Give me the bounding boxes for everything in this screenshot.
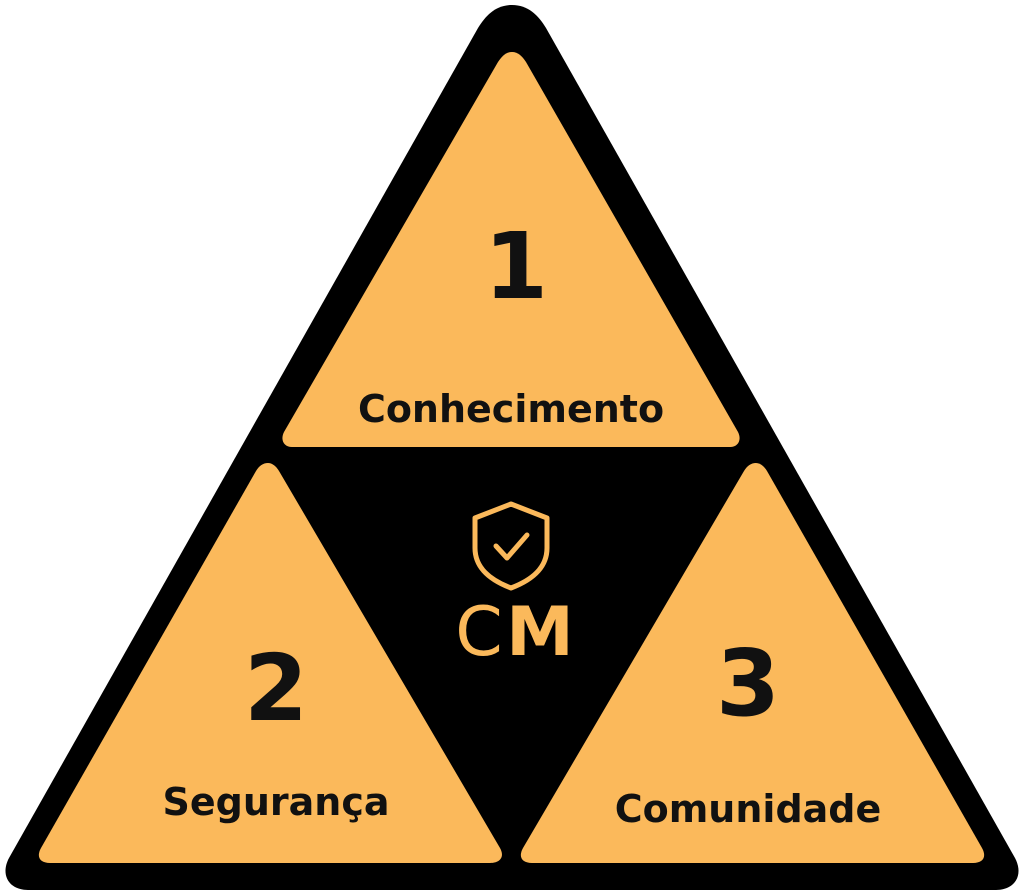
segment-3-number: 3 [716,630,780,737]
segment-3-label: Comunidade [615,787,882,831]
segment-bottom-right [520,463,985,863]
segment-center [290,458,734,845]
segment-2-label: Segurança [163,780,390,824]
segment-1-label: Conhecimento [358,387,664,431]
segment-top [282,52,740,447]
segment-2-number: 2 [244,635,308,742]
segment-1-number: 1 [484,213,548,320]
logo-letter-c: C [455,593,502,672]
segment-bottom-left [38,463,502,863]
shield-check-icon [472,501,550,591]
logo-letter-m: M [506,593,574,672]
